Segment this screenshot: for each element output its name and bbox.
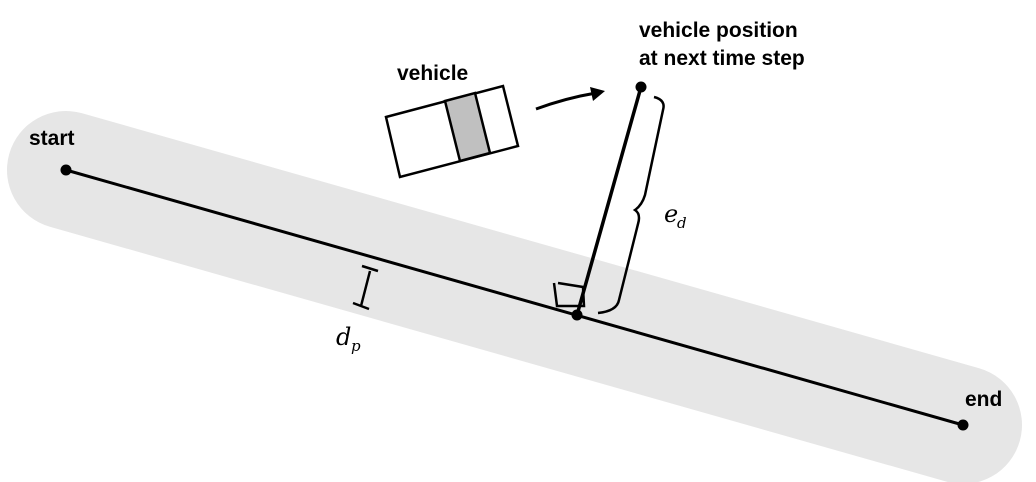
vehicle-label: vehicle (397, 62, 468, 85)
vehicle-icon (384, 84, 520, 179)
start-point (60, 164, 72, 176)
right-angle-icon (552, 281, 586, 308)
start-label: start (29, 127, 75, 150)
projection-point (571, 309, 583, 321)
end-label: end (965, 388, 1002, 411)
path-width-marker (352, 264, 379, 311)
motion-arrow-icon (535, 87, 605, 111)
next-position-label-line2: at next time step (639, 47, 805, 70)
deviation-brace-icon (597, 95, 665, 315)
next-position-label-line1: vehicle position (639, 19, 798, 42)
next-position-point (635, 81, 647, 93)
path-distance-symbol: d (336, 323, 351, 351)
deviation-error-subscript: d (677, 214, 687, 232)
deviation-error-symbol: e (664, 200, 678, 228)
vehicle-window (443, 91, 492, 163)
deviation-line (575, 86, 643, 316)
path-distance-subscript: p (351, 337, 361, 355)
end-point (957, 419, 969, 431)
reference-path-line (65, 168, 964, 427)
